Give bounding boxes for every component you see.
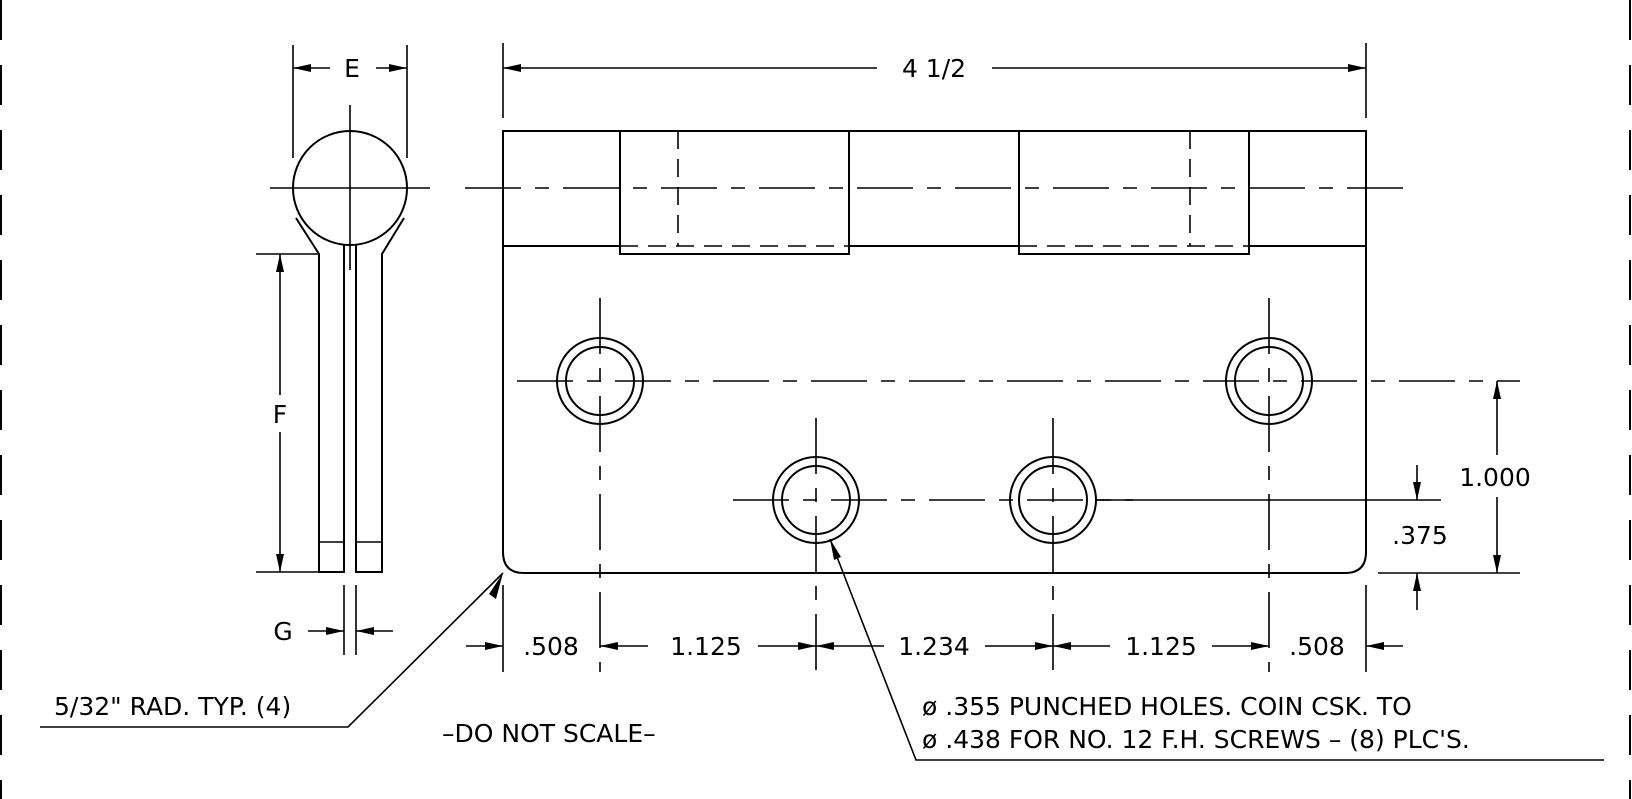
- dim-e-label: E: [344, 54, 360, 83]
- dim-height-lower: .375: [1392, 521, 1448, 550]
- dim-g-label: G: [273, 617, 292, 646]
- note-do-not-scale: –DO NOT SCALE–: [442, 719, 656, 748]
- front-view: 4 1/2 .508 1.125 1.234 1.125 .508 1: [465, 43, 1531, 672]
- leaf-right-outline: [355, 217, 405, 573]
- leaf-left-outline: [295, 217, 345, 573]
- knuckle-segment-2: [1018, 131, 1250, 255]
- hinge-outline: [502, 130, 1367, 574]
- dim-spacing-3: 1.125: [1125, 632, 1197, 661]
- dim-height-upper: 1.000: [1459, 463, 1531, 492]
- dim-f-label: F: [273, 400, 287, 429]
- knuckle-segment-1: [619, 131, 850, 255]
- dim-spacing-1: 1.125: [670, 632, 742, 661]
- dim-spacing-2: 1.234: [898, 632, 970, 661]
- dim-edge-left: .508: [523, 632, 579, 661]
- dim-edge-right: .508: [1289, 632, 1345, 661]
- dim-overall-width: 4 1/2: [902, 54, 966, 83]
- note-holes-line2: ø .438 FOR NO. 12 F.H. SCREWS – (8) PLC'…: [922, 725, 1470, 754]
- notes: 5/32" RAD. TYP. (4) –DO NOT SCALE– ø .35…: [40, 538, 1604, 761]
- note-holes-line1: ø .355 PUNCHED HOLES. COIN CSK. TO: [922, 692, 1412, 721]
- note-radius: 5/32" RAD. TYP. (4): [54, 692, 291, 721]
- side-view: E F G: [256, 45, 430, 655]
